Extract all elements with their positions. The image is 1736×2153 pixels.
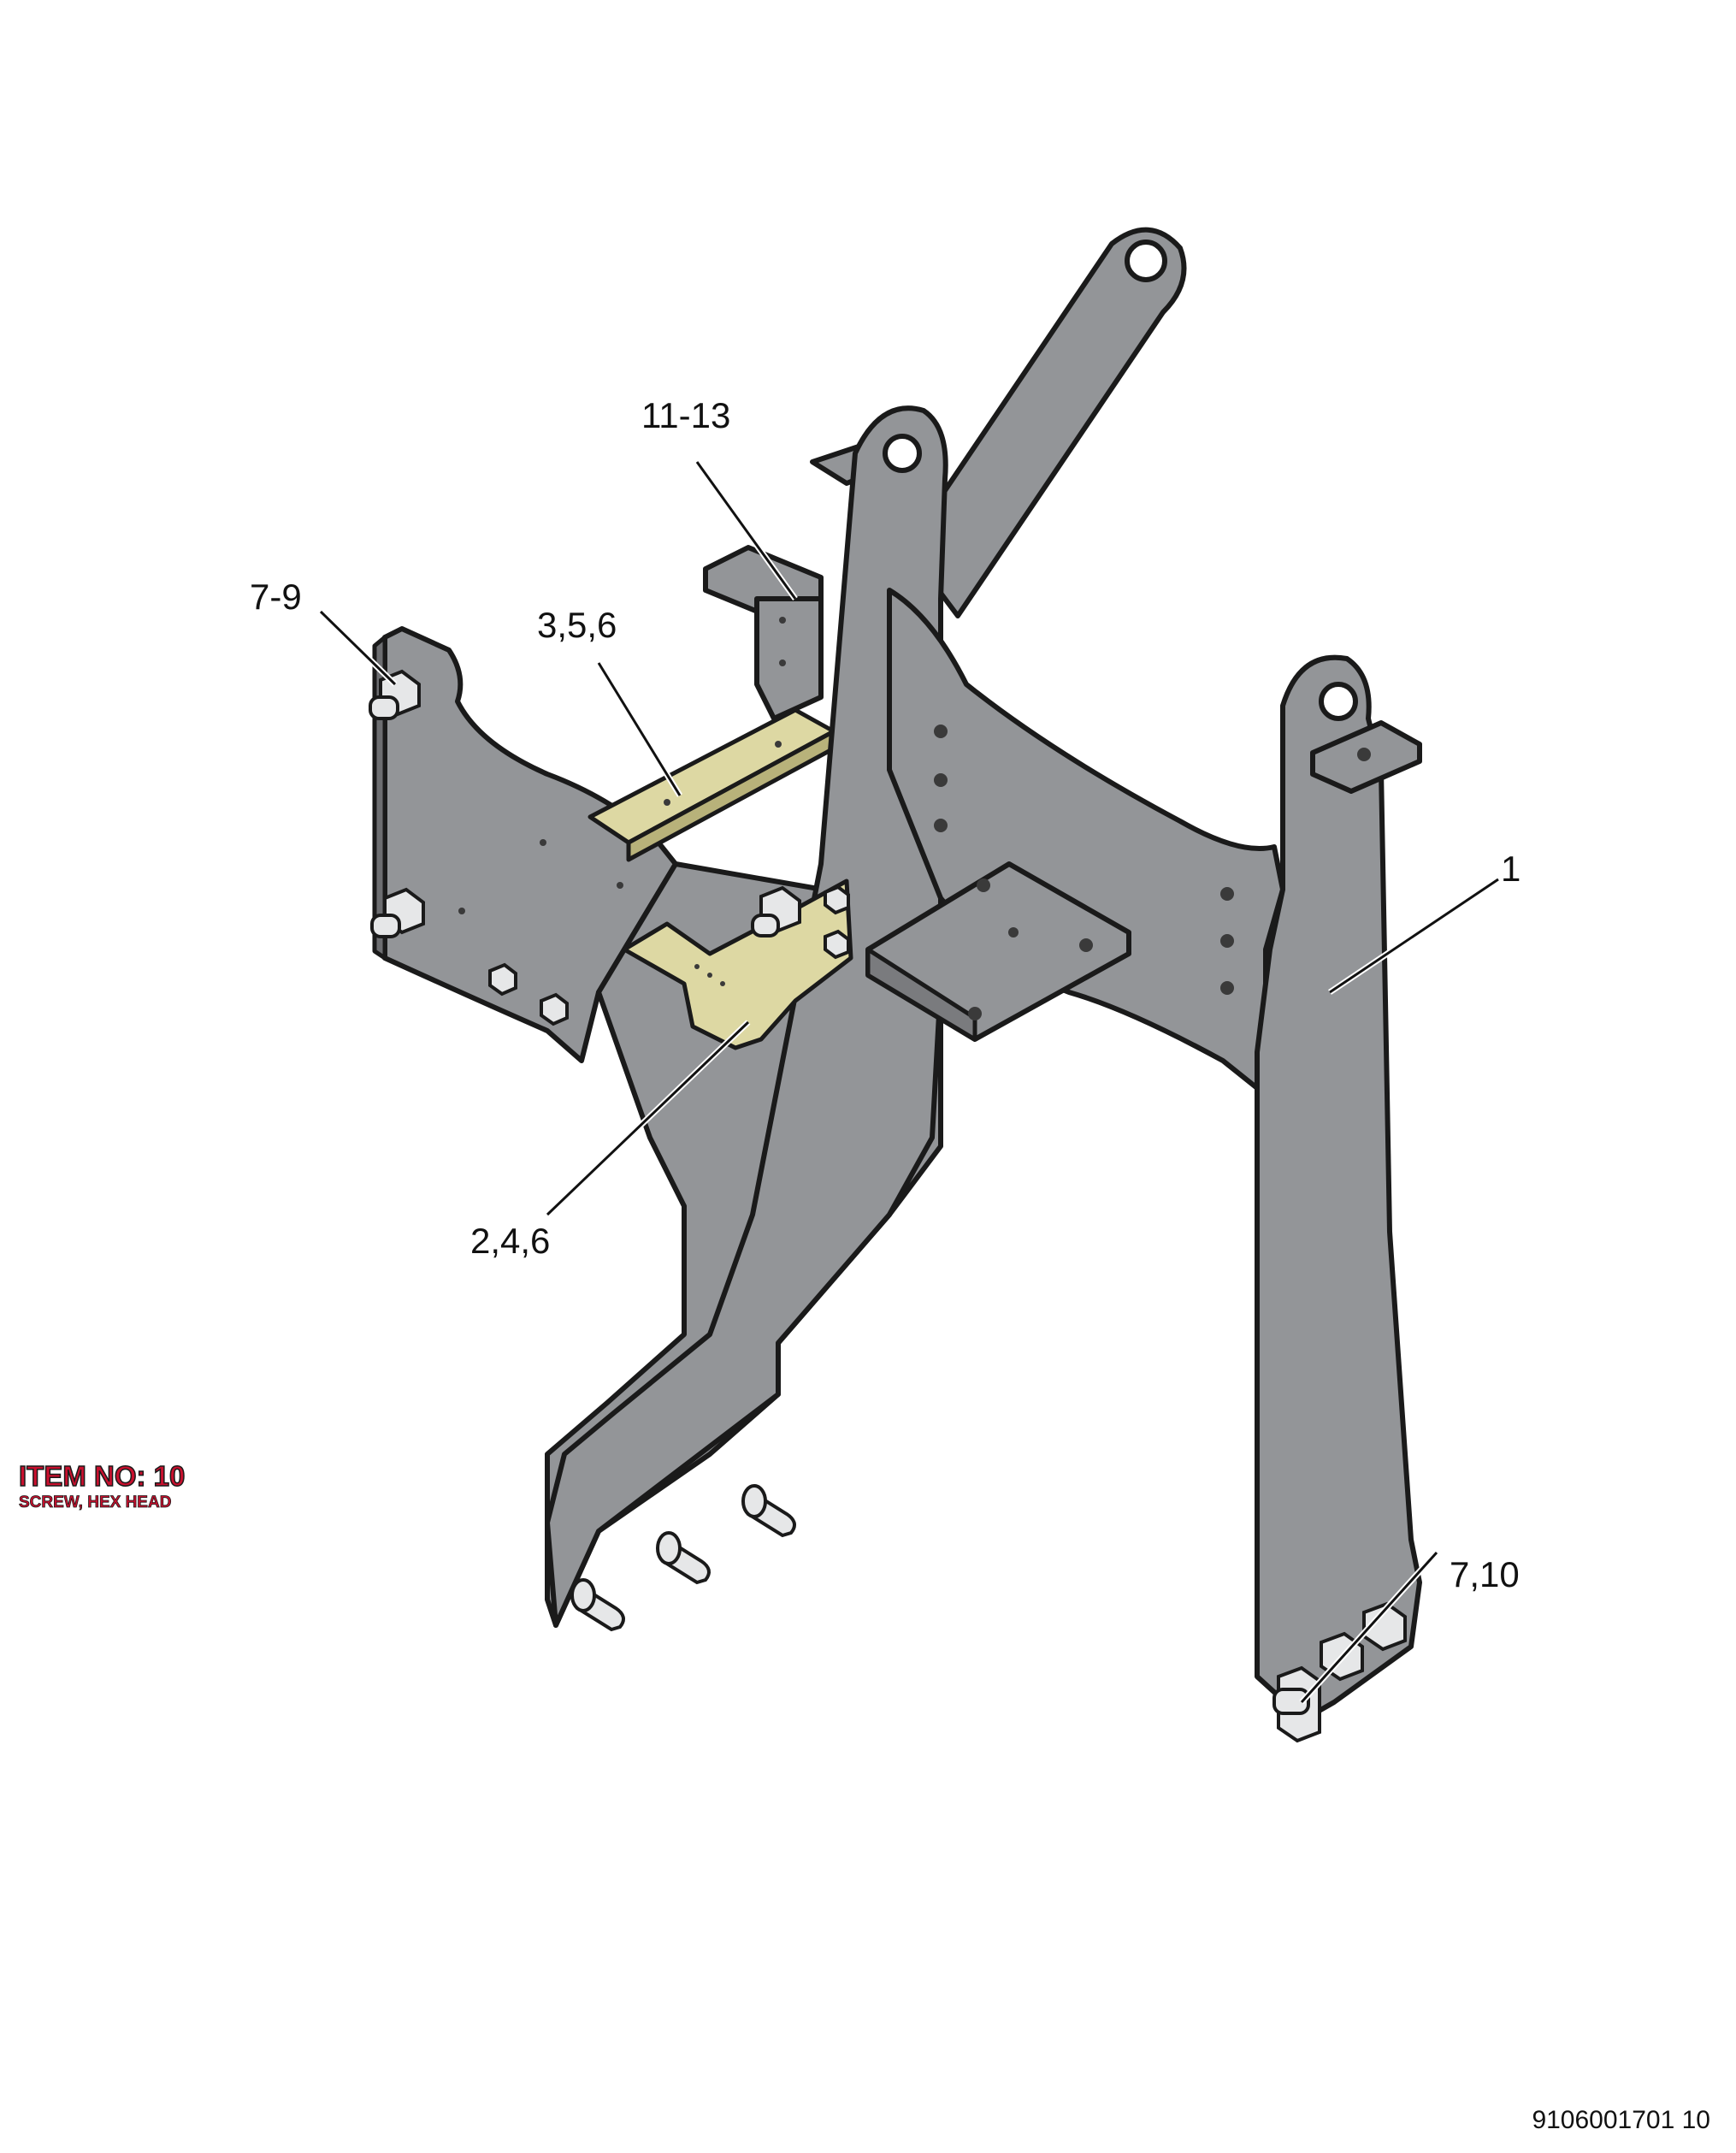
callout-2-4-6: 2,4,6 bbox=[470, 1221, 550, 1261]
bolt-icon bbox=[540, 992, 569, 1026]
pin-icon bbox=[656, 1531, 711, 1585]
main-post bbox=[545, 405, 948, 1628]
leader-lines bbox=[318, 459, 1500, 1705]
callout-7-10: 7,10 bbox=[1450, 1554, 1520, 1594]
bracket-11-13 bbox=[703, 545, 824, 721]
callout-7-9: 7-9 bbox=[250, 577, 302, 617]
upper-arm bbox=[904, 227, 1187, 618]
right-leg bbox=[1255, 654, 1422, 1722]
bolt-icon bbox=[1272, 1665, 1321, 1743]
crossbar-3-5-6 bbox=[588, 707, 836, 862]
bolt-icon bbox=[488, 962, 517, 997]
pin-icon bbox=[570, 1578, 625, 1632]
pin-icon bbox=[741, 1484, 796, 1538]
bolt-icon bbox=[824, 884, 850, 915]
bolt-icon bbox=[370, 887, 425, 938]
callout-1: 1 bbox=[1501, 849, 1520, 889]
drawing-number: 9106001701 10 bbox=[1532, 2106, 1710, 2134]
callout-3-5-6: 3,5,6 bbox=[537, 605, 617, 645]
bolt-icon bbox=[751, 885, 801, 938]
dowel-pins bbox=[570, 1484, 796, 1632]
bolt-icon bbox=[824, 929, 850, 960]
item-description: SCREW, HEX HEAD bbox=[19, 1493, 172, 1512]
callout-labels: 11-13 7-9 3,5,6 1 2,4,6 7,10 bbox=[250, 395, 1520, 1594]
mounting-plate bbox=[865, 861, 1131, 1042]
callout-11-13: 11-13 bbox=[641, 395, 730, 435]
item-number-title: ITEM NO: 10 bbox=[18, 1459, 186, 1493]
bolts bbox=[369, 669, 1407, 1743]
